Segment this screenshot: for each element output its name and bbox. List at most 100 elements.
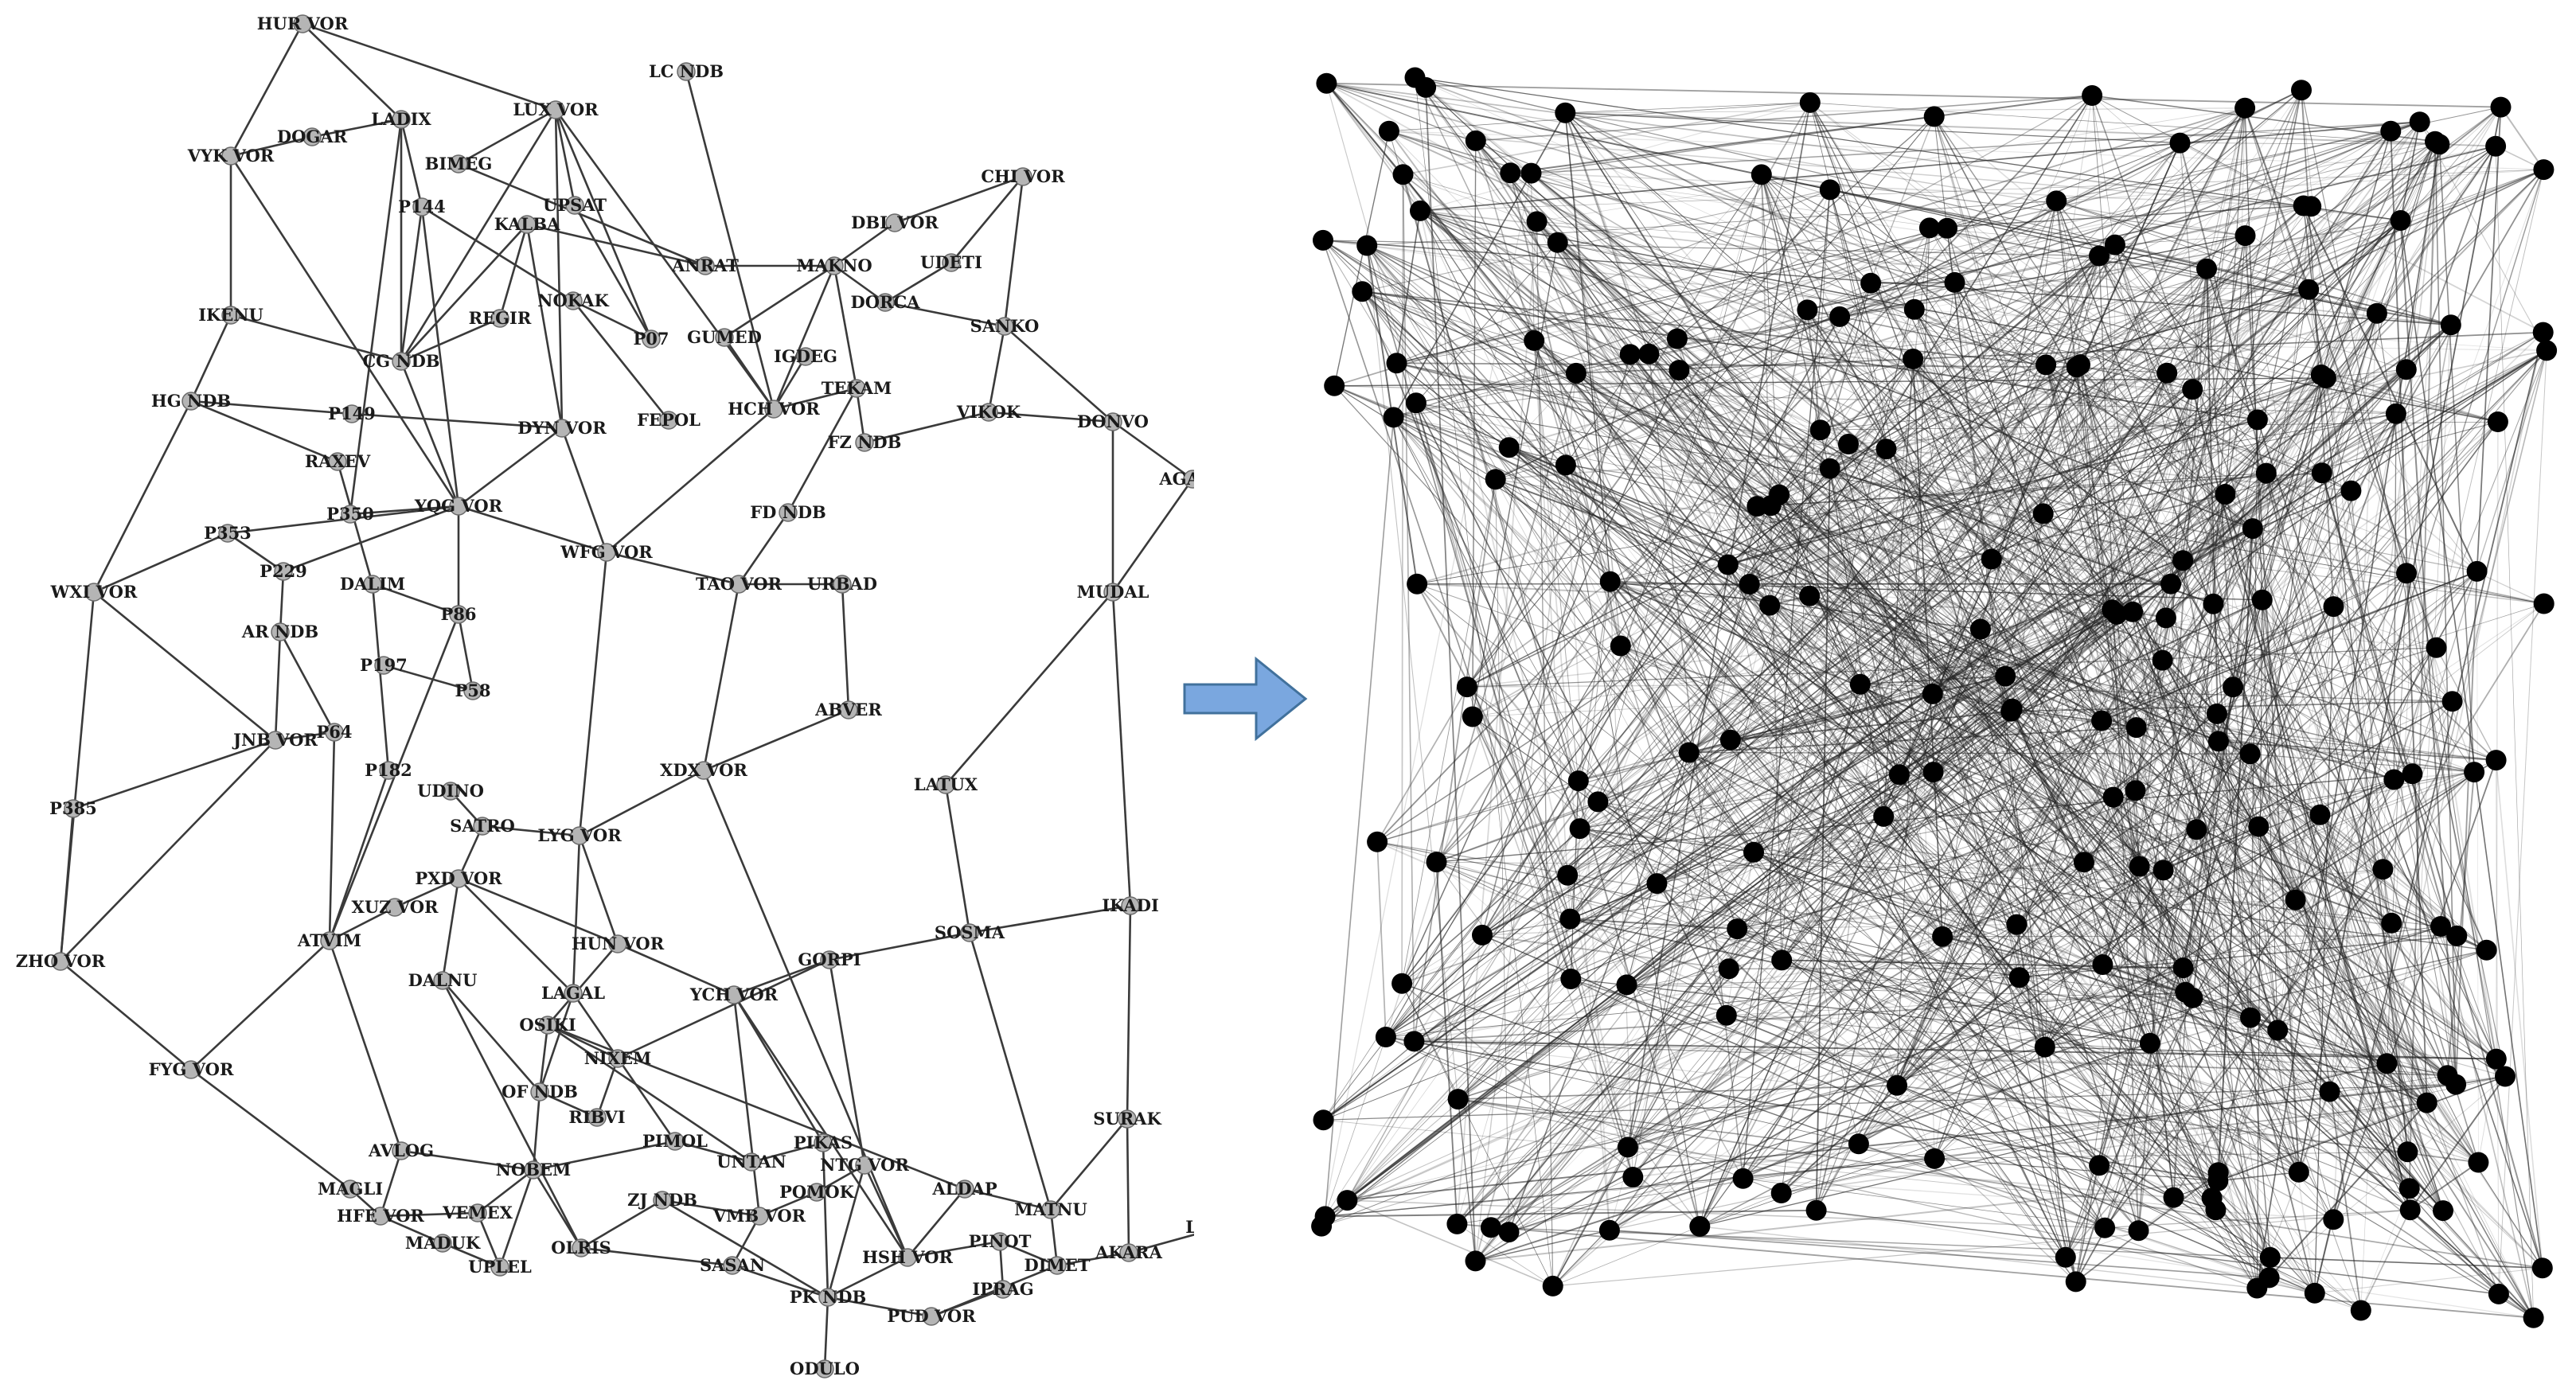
right-node <box>1760 495 1782 517</box>
right-edge <box>1609 771 1934 1231</box>
right-edge <box>1325 1178 1743 1217</box>
right-edge <box>2091 95 2133 612</box>
right-node <box>2366 302 2387 324</box>
right-node <box>2259 1246 2281 1268</box>
right-edge <box>2224 493 2411 1211</box>
edge-upsat-p07 <box>573 205 653 340</box>
right-edge <box>1848 443 2330 1092</box>
node-satro <box>473 817 492 836</box>
right-edge <box>1809 595 1934 695</box>
right-edge <box>2399 220 2457 1085</box>
right-edge <box>1530 173 2449 1076</box>
right-node <box>2242 518 2263 540</box>
right-edge <box>2213 603 2320 815</box>
right-edge <box>1736 611 2133 930</box>
node-uplel <box>490 1257 509 1277</box>
right-node <box>2445 1074 2467 1095</box>
right-edge <box>1326 83 2246 236</box>
right-edge <box>1322 240 2411 1211</box>
right-edge <box>1727 564 2102 721</box>
node-label-ribvi: RIBVI <box>568 1107 625 1127</box>
right-edge <box>1388 131 2444 1211</box>
right-edge <box>2012 708 2102 721</box>
right-edge <box>1896 560 2184 1086</box>
right-edge <box>1362 290 2137 728</box>
node-label-hg-ndb: HG NDB <box>151 391 231 411</box>
right-edge <box>1367 245 1840 318</box>
edge-hfe-vor-maduk <box>380 1215 443 1245</box>
right-edge <box>2136 220 2402 728</box>
right-edge <box>1567 220 2402 876</box>
right-edge <box>2102 473 2267 965</box>
right-node <box>1848 1133 1869 1155</box>
node-mudal <box>1103 583 1122 602</box>
right-edge <box>2249 421 2499 754</box>
right-edge <box>1610 581 2193 999</box>
right-edge <box>2044 90 2302 1047</box>
node-label-ikenu: IKENU <box>198 305 263 325</box>
right-edge <box>2045 365 2300 1172</box>
edge-akara-dimet <box>1056 1251 1130 1267</box>
right-edge <box>1770 505 2100 1166</box>
right-edge <box>1912 131 2391 360</box>
right-edge <box>1570 918 2151 1044</box>
right-edge <box>1472 716 2270 1278</box>
right-edge <box>1419 210 1981 630</box>
right-edge <box>1699 142 2181 1227</box>
edge-ikenu-hg-ndb <box>189 314 232 402</box>
right-edge <box>2113 244 2116 797</box>
right-edge <box>1896 814 2320 1086</box>
right-edge <box>1914 309 2544 605</box>
right-node <box>2533 593 2555 614</box>
right-edge <box>2180 142 2544 333</box>
right-edge <box>1366 245 1782 961</box>
right-node <box>2152 649 2173 671</box>
right-edge <box>1656 349 2547 884</box>
right-edge <box>1401 174 1404 984</box>
right-edge <box>1567 413 2397 876</box>
right-edge <box>1942 374 2322 937</box>
right-edge <box>1761 174 1780 495</box>
right-edge <box>2295 700 2453 901</box>
node-label-sasan: SASAN <box>700 1255 765 1275</box>
right-edge <box>2135 740 2219 791</box>
right-edge <box>1533 340 1571 919</box>
right-edge <box>1781 1158 1935 1194</box>
right-edge <box>2045 365 2113 610</box>
node-fyg-vor <box>181 1060 201 1079</box>
right-edge <box>1932 693 2543 1269</box>
right-edge <box>1475 1230 1610 1262</box>
node-udino <box>441 782 460 801</box>
right-node <box>2437 1065 2458 1086</box>
right-edge <box>1347 949 2487 1201</box>
right-edge <box>2137 493 2227 1231</box>
edge-udeti-dorca <box>884 261 952 304</box>
right-edge <box>1649 142 2180 355</box>
right-edge <box>1807 309 2193 391</box>
right-edge <box>2098 255 2383 870</box>
right-edge <box>1756 505 2457 1086</box>
node-osiki <box>538 1016 557 1035</box>
right-edge <box>1858 771 2475 1145</box>
node-avlog <box>392 1141 411 1160</box>
right-edge <box>1933 349 2547 773</box>
right-edge <box>1737 924 2017 930</box>
right-edge <box>2016 923 2479 1164</box>
right-edge <box>1321 473 2267 1227</box>
right-edge <box>2440 926 2457 937</box>
right-edge <box>2218 220 2402 742</box>
right-edge <box>1474 852 1754 1261</box>
right-edge <box>2016 924 2020 978</box>
right-edge <box>1991 121 2421 560</box>
edge-zho-vor-fyg-vor <box>60 960 192 1071</box>
right-edge <box>2116 614 2141 867</box>
right-edge <box>2192 814 2321 999</box>
right-node <box>1689 1215 1711 1237</box>
right-edge <box>2016 372 2168 925</box>
right-edge <box>1509 173 1622 646</box>
right-edge <box>1886 448 2163 661</box>
right-node <box>2430 916 2451 937</box>
right-node <box>2532 322 2554 343</box>
right-edge <box>1557 242 1821 431</box>
node-nixem <box>608 1049 627 1068</box>
